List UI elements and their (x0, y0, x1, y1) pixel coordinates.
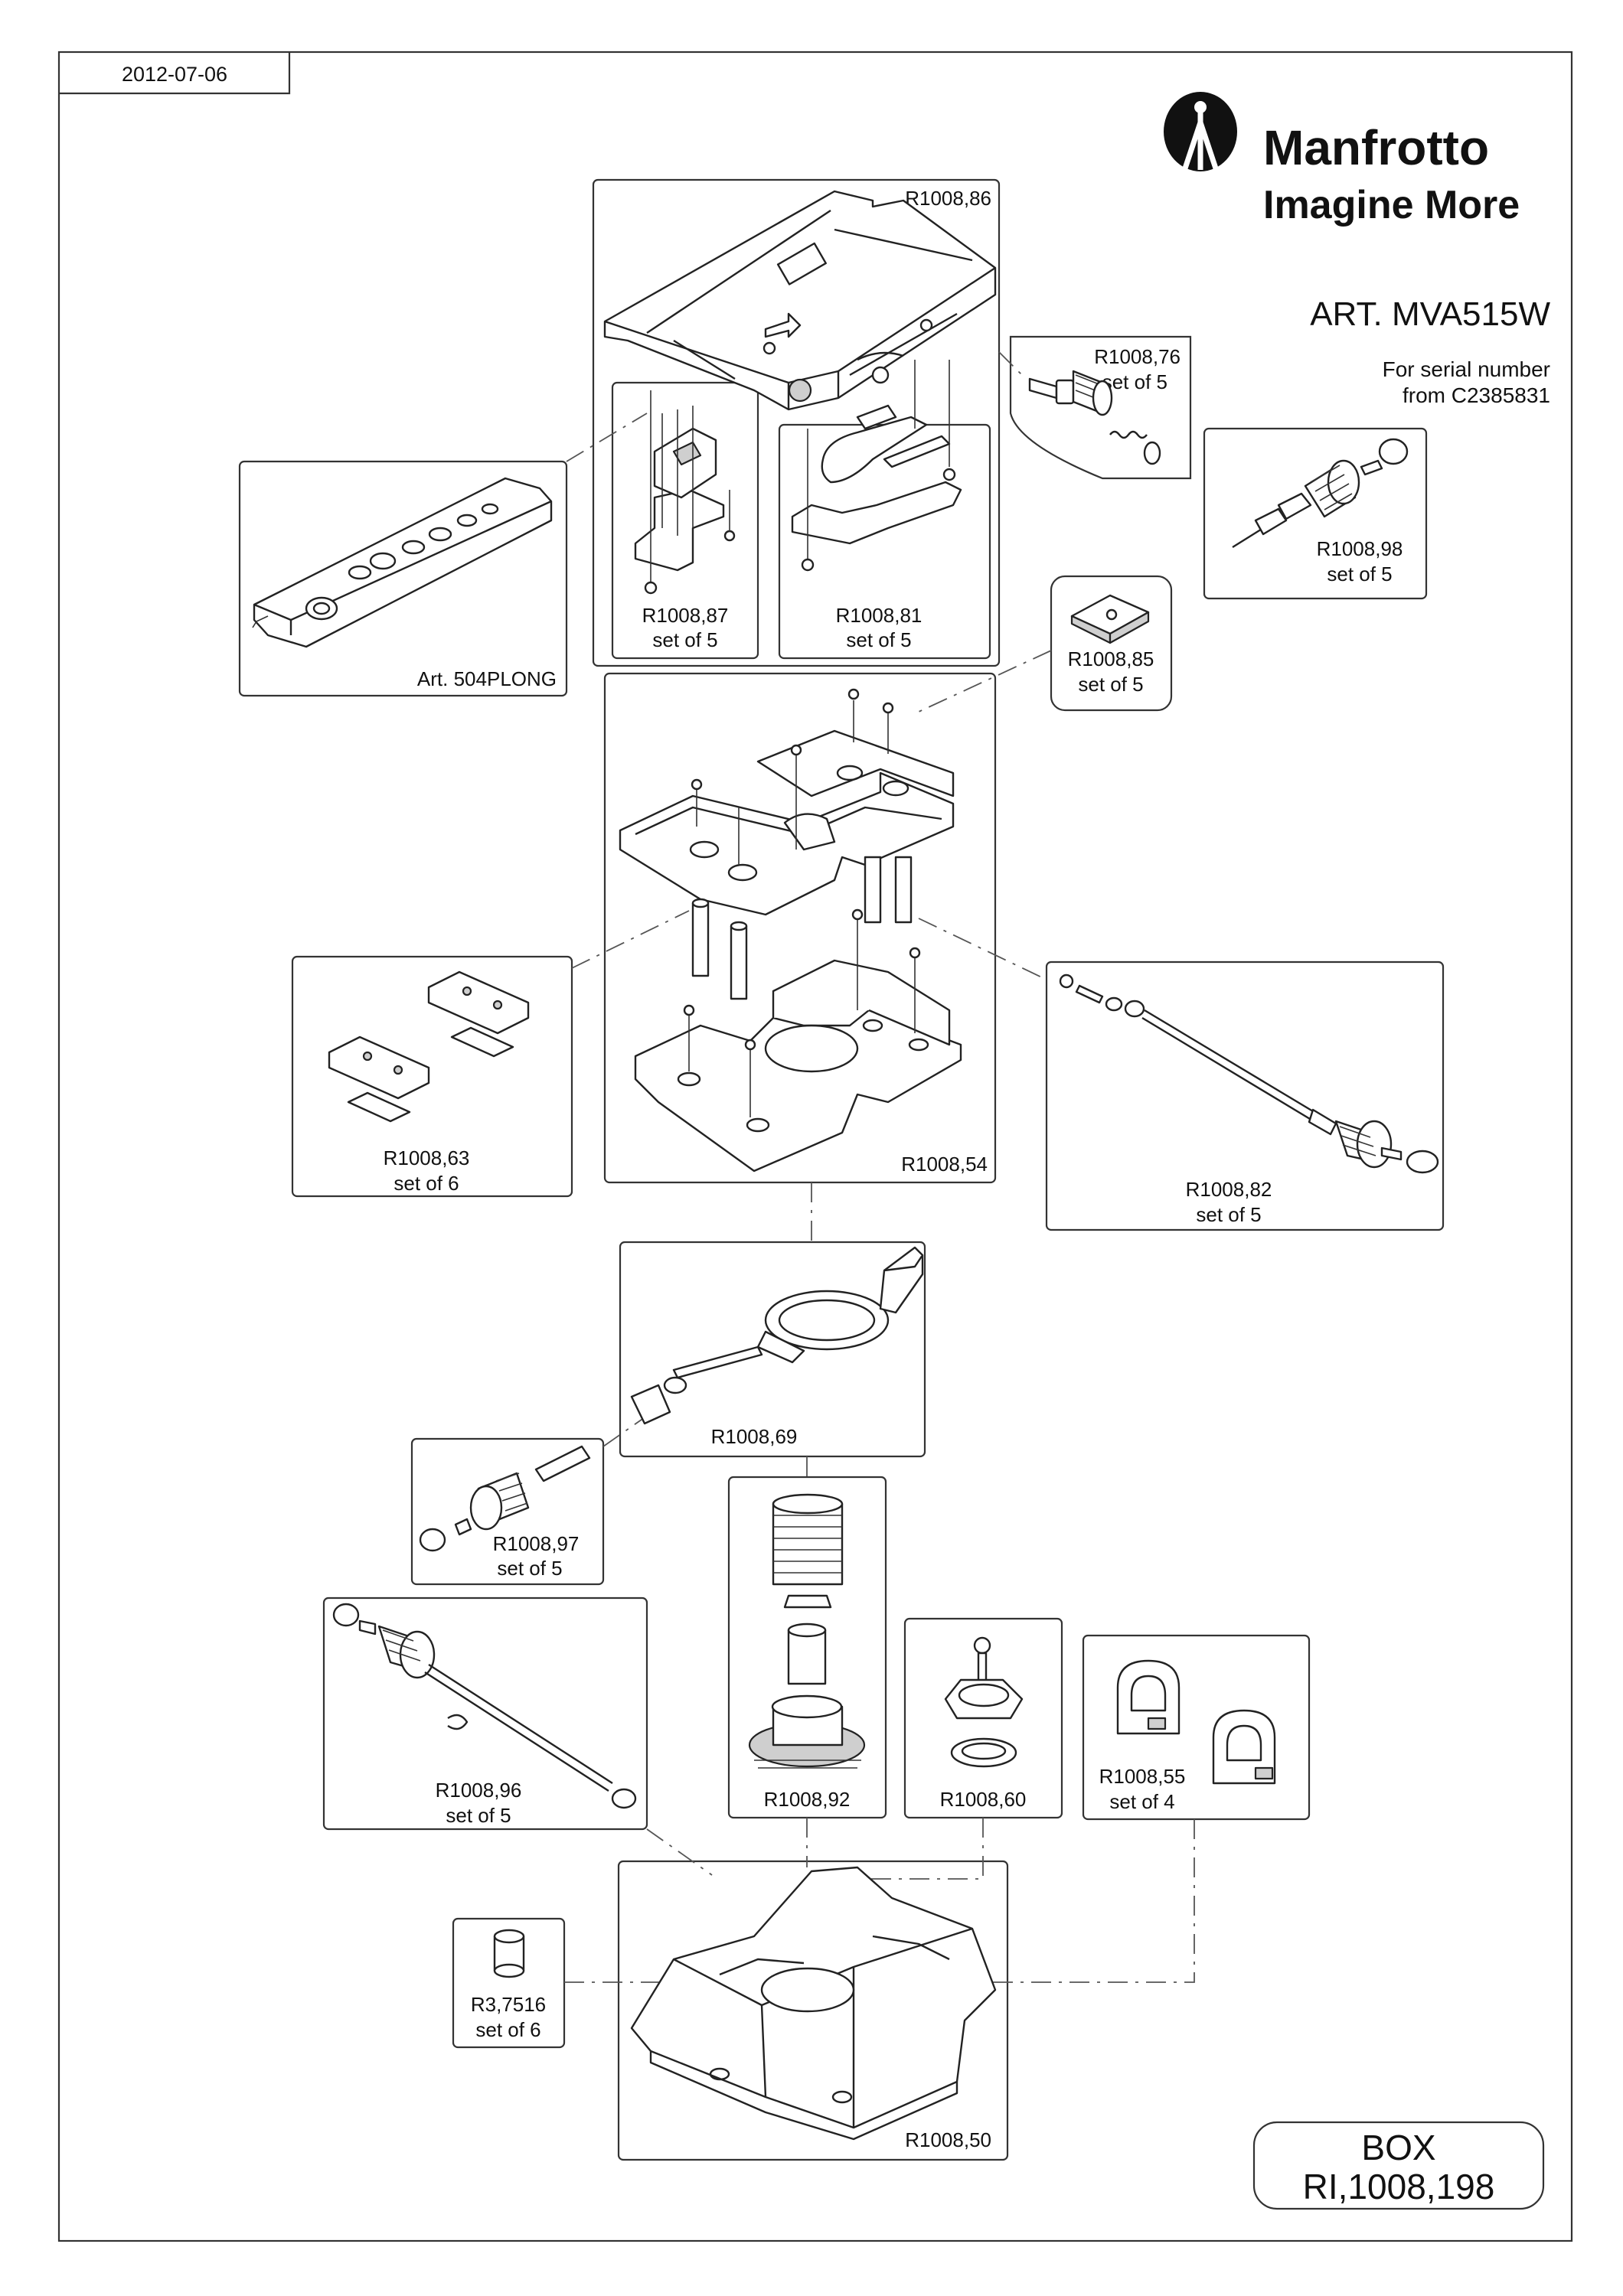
part-r1008-87-drawing (634, 390, 736, 595)
box-504plong (238, 460, 568, 697)
box-r1008-82 (1045, 960, 1445, 1231)
label-r1008-63: R1008,63 (384, 1146, 470, 1169)
box-r1008-55 (1082, 1634, 1311, 1821)
label-r1008-63-set: set of 6 (394, 1172, 459, 1195)
part-r3-7516-drawing (493, 1929, 525, 1978)
leader-lines (564, 351, 1195, 1983)
part-r1008-54-drawing (619, 688, 962, 1172)
article-number: ART. MVA515W (1310, 295, 1550, 333)
part-r1008-98-drawing (1232, 438, 1409, 549)
label-r1008-50: R1008,50 (905, 2128, 991, 2151)
label-r1008-97-set: set of 5 (497, 1557, 562, 1580)
label-r1008-97: R1008,97 (493, 1532, 580, 1555)
part-504plong-drawing (252, 477, 553, 648)
label-504plong: Art. 504PLONG (417, 667, 557, 690)
box-r1008-87 (611, 381, 759, 660)
box-r1008-98 (1203, 427, 1428, 600)
page-frame (57, 51, 1573, 2242)
label-r1008-96-set: set of 5 (446, 1804, 511, 1827)
label-r1008-87: R1008,87 (642, 604, 729, 627)
label-r1008-81-set: set of 5 (846, 628, 911, 651)
box-r1008-96 (322, 1596, 648, 1831)
box-packaging (1252, 2121, 1545, 2210)
box-r1008-50 (617, 1860, 1009, 2161)
label-box-code: RI,1008,198 (1303, 2167, 1495, 2206)
box-r1008-86 (592, 178, 1001, 667)
date-label: 2012-07-06 (122, 63, 227, 86)
brand-name: Manfrotto (1263, 120, 1489, 175)
box-r1008-97 (410, 1437, 605, 1586)
label-r1008-76-set: set of 5 (1102, 370, 1167, 393)
label-r1008-98: R1008,98 (1317, 537, 1403, 560)
part-r1008-50-drawing (630, 1866, 997, 2141)
part-r1008-69-drawing (630, 1246, 924, 1425)
label-r3-7516: R3,7516 (471, 1993, 546, 2016)
date-box (59, 52, 291, 95)
label-r1008-54: R1008,54 (901, 1153, 988, 1176)
label-r1008-55-set: set of 4 (1109, 1790, 1174, 1813)
part-r1008-97-drawing (419, 1445, 591, 1552)
box-r1008-69 (619, 1241, 926, 1458)
label-r1008-81: R1008,81 (836, 604, 923, 627)
label-r1008-92: R1008,92 (764, 1788, 851, 1811)
part-r1008-86-drawing (603, 190, 997, 411)
label-r1008-76: R1008,76 (1094, 345, 1181, 368)
part-r1008-92-drawing (748, 1493, 866, 1769)
label-r1008-96: R1008,96 (436, 1779, 522, 1802)
label-r1008-98-set: set of 5 (1327, 563, 1392, 585)
label-r1008-85-set: set of 5 (1078, 673, 1143, 696)
serial-line-2: from C2385831 (1403, 383, 1550, 407)
part-r1008-96-drawing (332, 1603, 637, 1809)
box-r1008-76 (1009, 335, 1192, 480)
label-box-title: BOX (1361, 2128, 1435, 2167)
label-r1008-69: R1008,69 (711, 1425, 798, 1448)
label-r1008-82-set: set of 5 (1196, 1203, 1261, 1226)
part-r1008-55-drawing (1116, 1659, 1276, 1785)
part-r1008-60-drawing (944, 1636, 1024, 1768)
manfrotto-logo-icon (1164, 92, 1237, 171)
label-r3-7516-set: set of 6 (475, 2018, 540, 2041)
part-r1008-85-drawing (1070, 594, 1150, 644)
label-r1008-85: R1008,85 (1068, 647, 1154, 670)
part-r1008-63-drawing (328, 970, 530, 1123)
brand-tagline: Imagine More (1263, 183, 1520, 227)
label-r1008-87-set: set of 5 (652, 628, 717, 651)
serial-line-1: For serial number (1383, 357, 1550, 381)
part-r1008-81-drawing (791, 360, 962, 572)
label-r1008-60: R1008,60 (940, 1788, 1027, 1811)
part-r1008-76-drawing (1028, 370, 1161, 465)
box-r1008-54 (603, 672, 997, 1184)
box-r1008-85 (1050, 575, 1173, 712)
label-r1008-55: R1008,55 (1099, 1765, 1186, 1788)
label-r1008-82: R1008,82 (1186, 1178, 1272, 1201)
box-r3-7516 (452, 1917, 566, 2049)
box-r1008-63 (291, 955, 573, 1198)
label-r1008-86: R1008,86 (905, 187, 991, 210)
part-r1008-82-drawing (1059, 974, 1439, 1174)
